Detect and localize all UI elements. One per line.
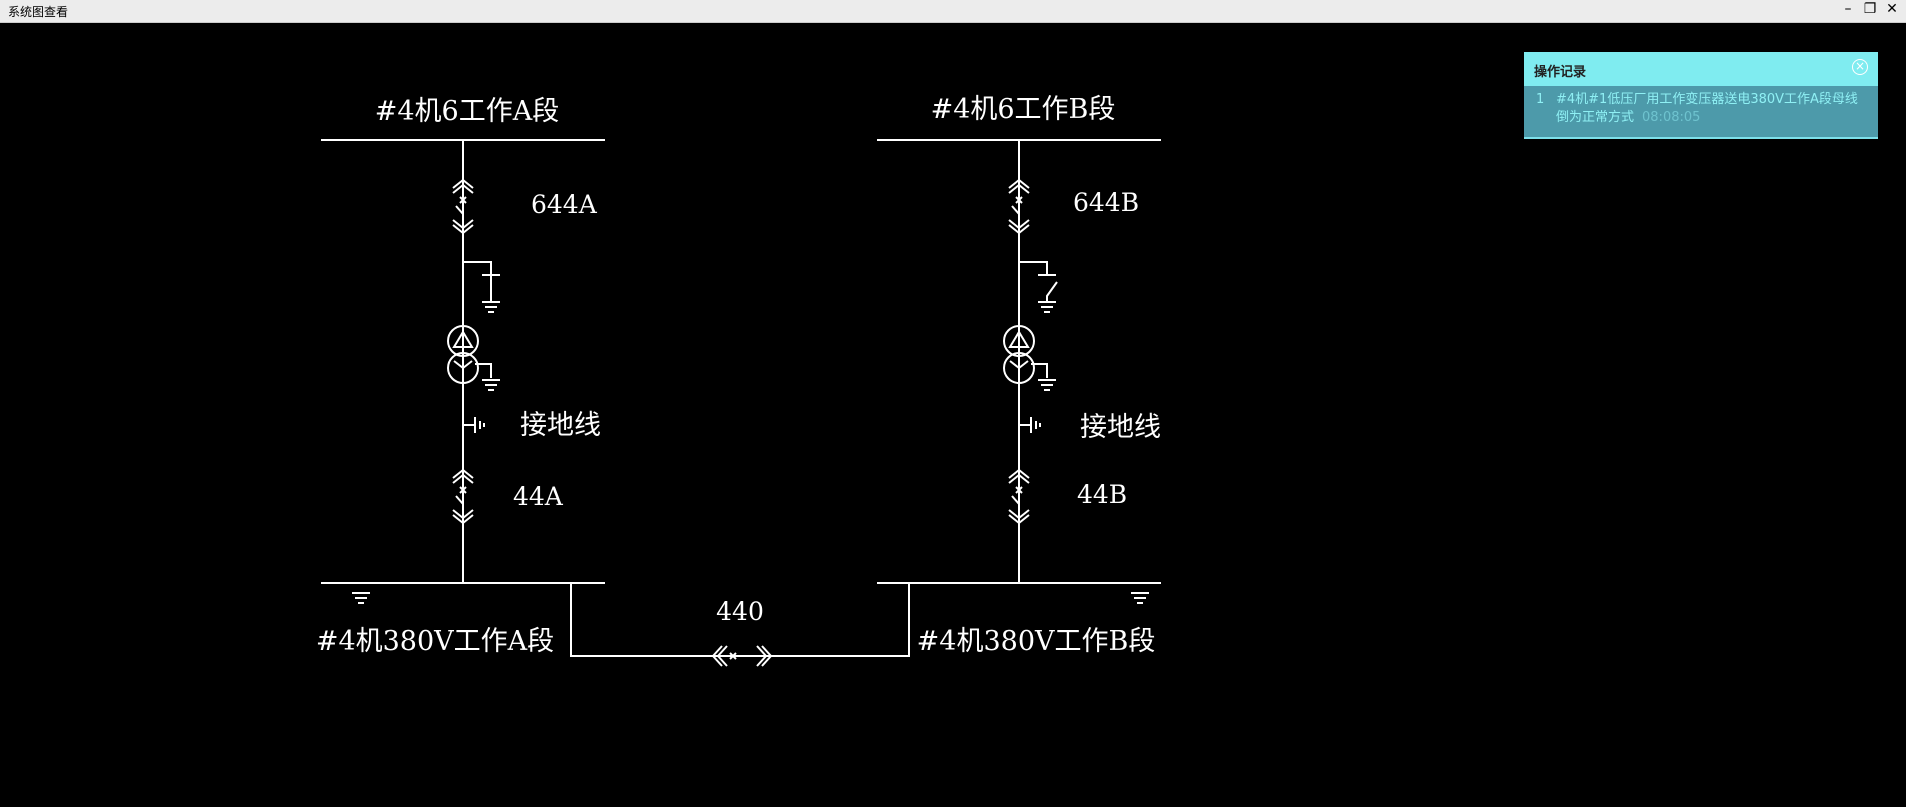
title-bar: 系统图查看 – ❐ ✕ bbox=[0, 0, 1906, 23]
ground-branch-a bbox=[463, 261, 492, 275]
switch-644a-label: 644A bbox=[531, 190, 598, 219]
switch-44b-label: 44B bbox=[1077, 480, 1127, 509]
breaker-a-upper-contact-icon[interactable] bbox=[452, 468, 474, 484]
ground-icon bbox=[482, 379, 500, 391]
record-index: 1 bbox=[1536, 92, 1545, 107]
ground-b-label: 接地线 bbox=[1080, 412, 1161, 443]
breaker-a-lower-contact-icon[interactable] bbox=[452, 509, 474, 525]
grounding-wire-icon[interactable] bbox=[463, 417, 485, 433]
breaker-6b-lower-contact-icon[interactable] bbox=[1008, 219, 1030, 235]
neutral-ground-branch bbox=[1031, 363, 1048, 378]
tie-line bbox=[570, 583, 910, 657]
delta-icon bbox=[452, 330, 474, 348]
switch-44a-label: 44A bbox=[513, 482, 564, 511]
transformer-primary-icon bbox=[1003, 325, 1035, 357]
panel-title: 操作记录 bbox=[1534, 65, 1587, 80]
ground-a-label: 接地线 bbox=[520, 410, 601, 441]
ground-icon bbox=[1131, 592, 1149, 604]
capacitor-icon bbox=[482, 274, 500, 302]
tie-right-contact-icon[interactable] bbox=[756, 645, 773, 667]
ground-branch-b bbox=[1019, 261, 1048, 275]
transformer-secondary-icon bbox=[447, 352, 479, 384]
record-text: #4机#1低压厂用工作变压器送电380V工作A段母线倒为正常方式 bbox=[1556, 92, 1858, 125]
breaker-b-lower-contact-icon[interactable] bbox=[1008, 509, 1030, 525]
switch-644b-label: 644B bbox=[1073, 188, 1139, 217]
breaker-6a-blade-icon[interactable] bbox=[455, 205, 464, 218]
bus-a-bottom-label: #4机380V工作A段 bbox=[316, 626, 554, 657]
panel-header: 操作记录 × bbox=[1524, 52, 1878, 86]
window-title: 系统图查看 bbox=[8, 5, 69, 19]
breaker-6a-cross-icon[interactable] bbox=[459, 196, 467, 204]
tie-switch-label: 440 bbox=[716, 597, 764, 626]
bus-a-top-label: #4机6工作A段 bbox=[375, 96, 559, 127]
breaker-6b-cross-icon[interactable] bbox=[1015, 196, 1023, 204]
ground-icon bbox=[482, 301, 500, 313]
bus-b-top-label: #4机6工作B段 bbox=[931, 94, 1116, 125]
minimize-button[interactable]: – bbox=[1844, 1, 1852, 17]
grounding-wire-icon[interactable] bbox=[1019, 417, 1041, 433]
breaker-b-cross-icon[interactable] bbox=[1015, 486, 1023, 494]
close-circle-icon[interactable]: × bbox=[1852, 59, 1868, 75]
breaker-b-upper-contact-icon[interactable] bbox=[1008, 468, 1030, 484]
wye-icon bbox=[1009, 360, 1029, 378]
bus-b-bottom-label: #4机380V工作B段 bbox=[917, 626, 1156, 657]
delta-icon bbox=[1008, 330, 1030, 348]
wye-icon bbox=[453, 360, 473, 378]
record-time: 08:08:05 bbox=[1642, 110, 1701, 125]
breaker-6b-upper-contact-icon[interactable] bbox=[1008, 178, 1030, 194]
tie-cross-icon[interactable] bbox=[729, 652, 737, 660]
breaker-6b-blade-icon[interactable] bbox=[1011, 205, 1020, 218]
neutral-ground-branch bbox=[475, 363, 492, 378]
breaker-a-cross-icon[interactable] bbox=[459, 486, 467, 494]
transformer-primary-icon bbox=[447, 325, 479, 357]
ground-icon bbox=[352, 592, 370, 604]
breaker-a-blade-icon[interactable] bbox=[455, 495, 464, 508]
ground-icon bbox=[1038, 379, 1056, 391]
transformer-secondary-icon bbox=[1003, 352, 1035, 384]
operation-log-panel: 操作记录 × 1 #4机#1低压厂用工作变压器送电380V工作A段母线倒为正常方… bbox=[1524, 52, 1878, 139]
breaker-6a-upper-contact-icon[interactable] bbox=[452, 178, 474, 194]
restore-button[interactable]: ❐ bbox=[1863, 1, 1877, 17]
close-button[interactable]: ✕ bbox=[1886, 1, 1898, 17]
tie-left-contact-icon[interactable] bbox=[711, 645, 728, 667]
ground-icon bbox=[1038, 301, 1056, 313]
breaker-b-blade-icon[interactable] bbox=[1011, 495, 1020, 508]
breaker-6a-lower-contact-icon[interactable] bbox=[452, 219, 474, 235]
earth-switch-icon[interactable] bbox=[1038, 274, 1058, 302]
